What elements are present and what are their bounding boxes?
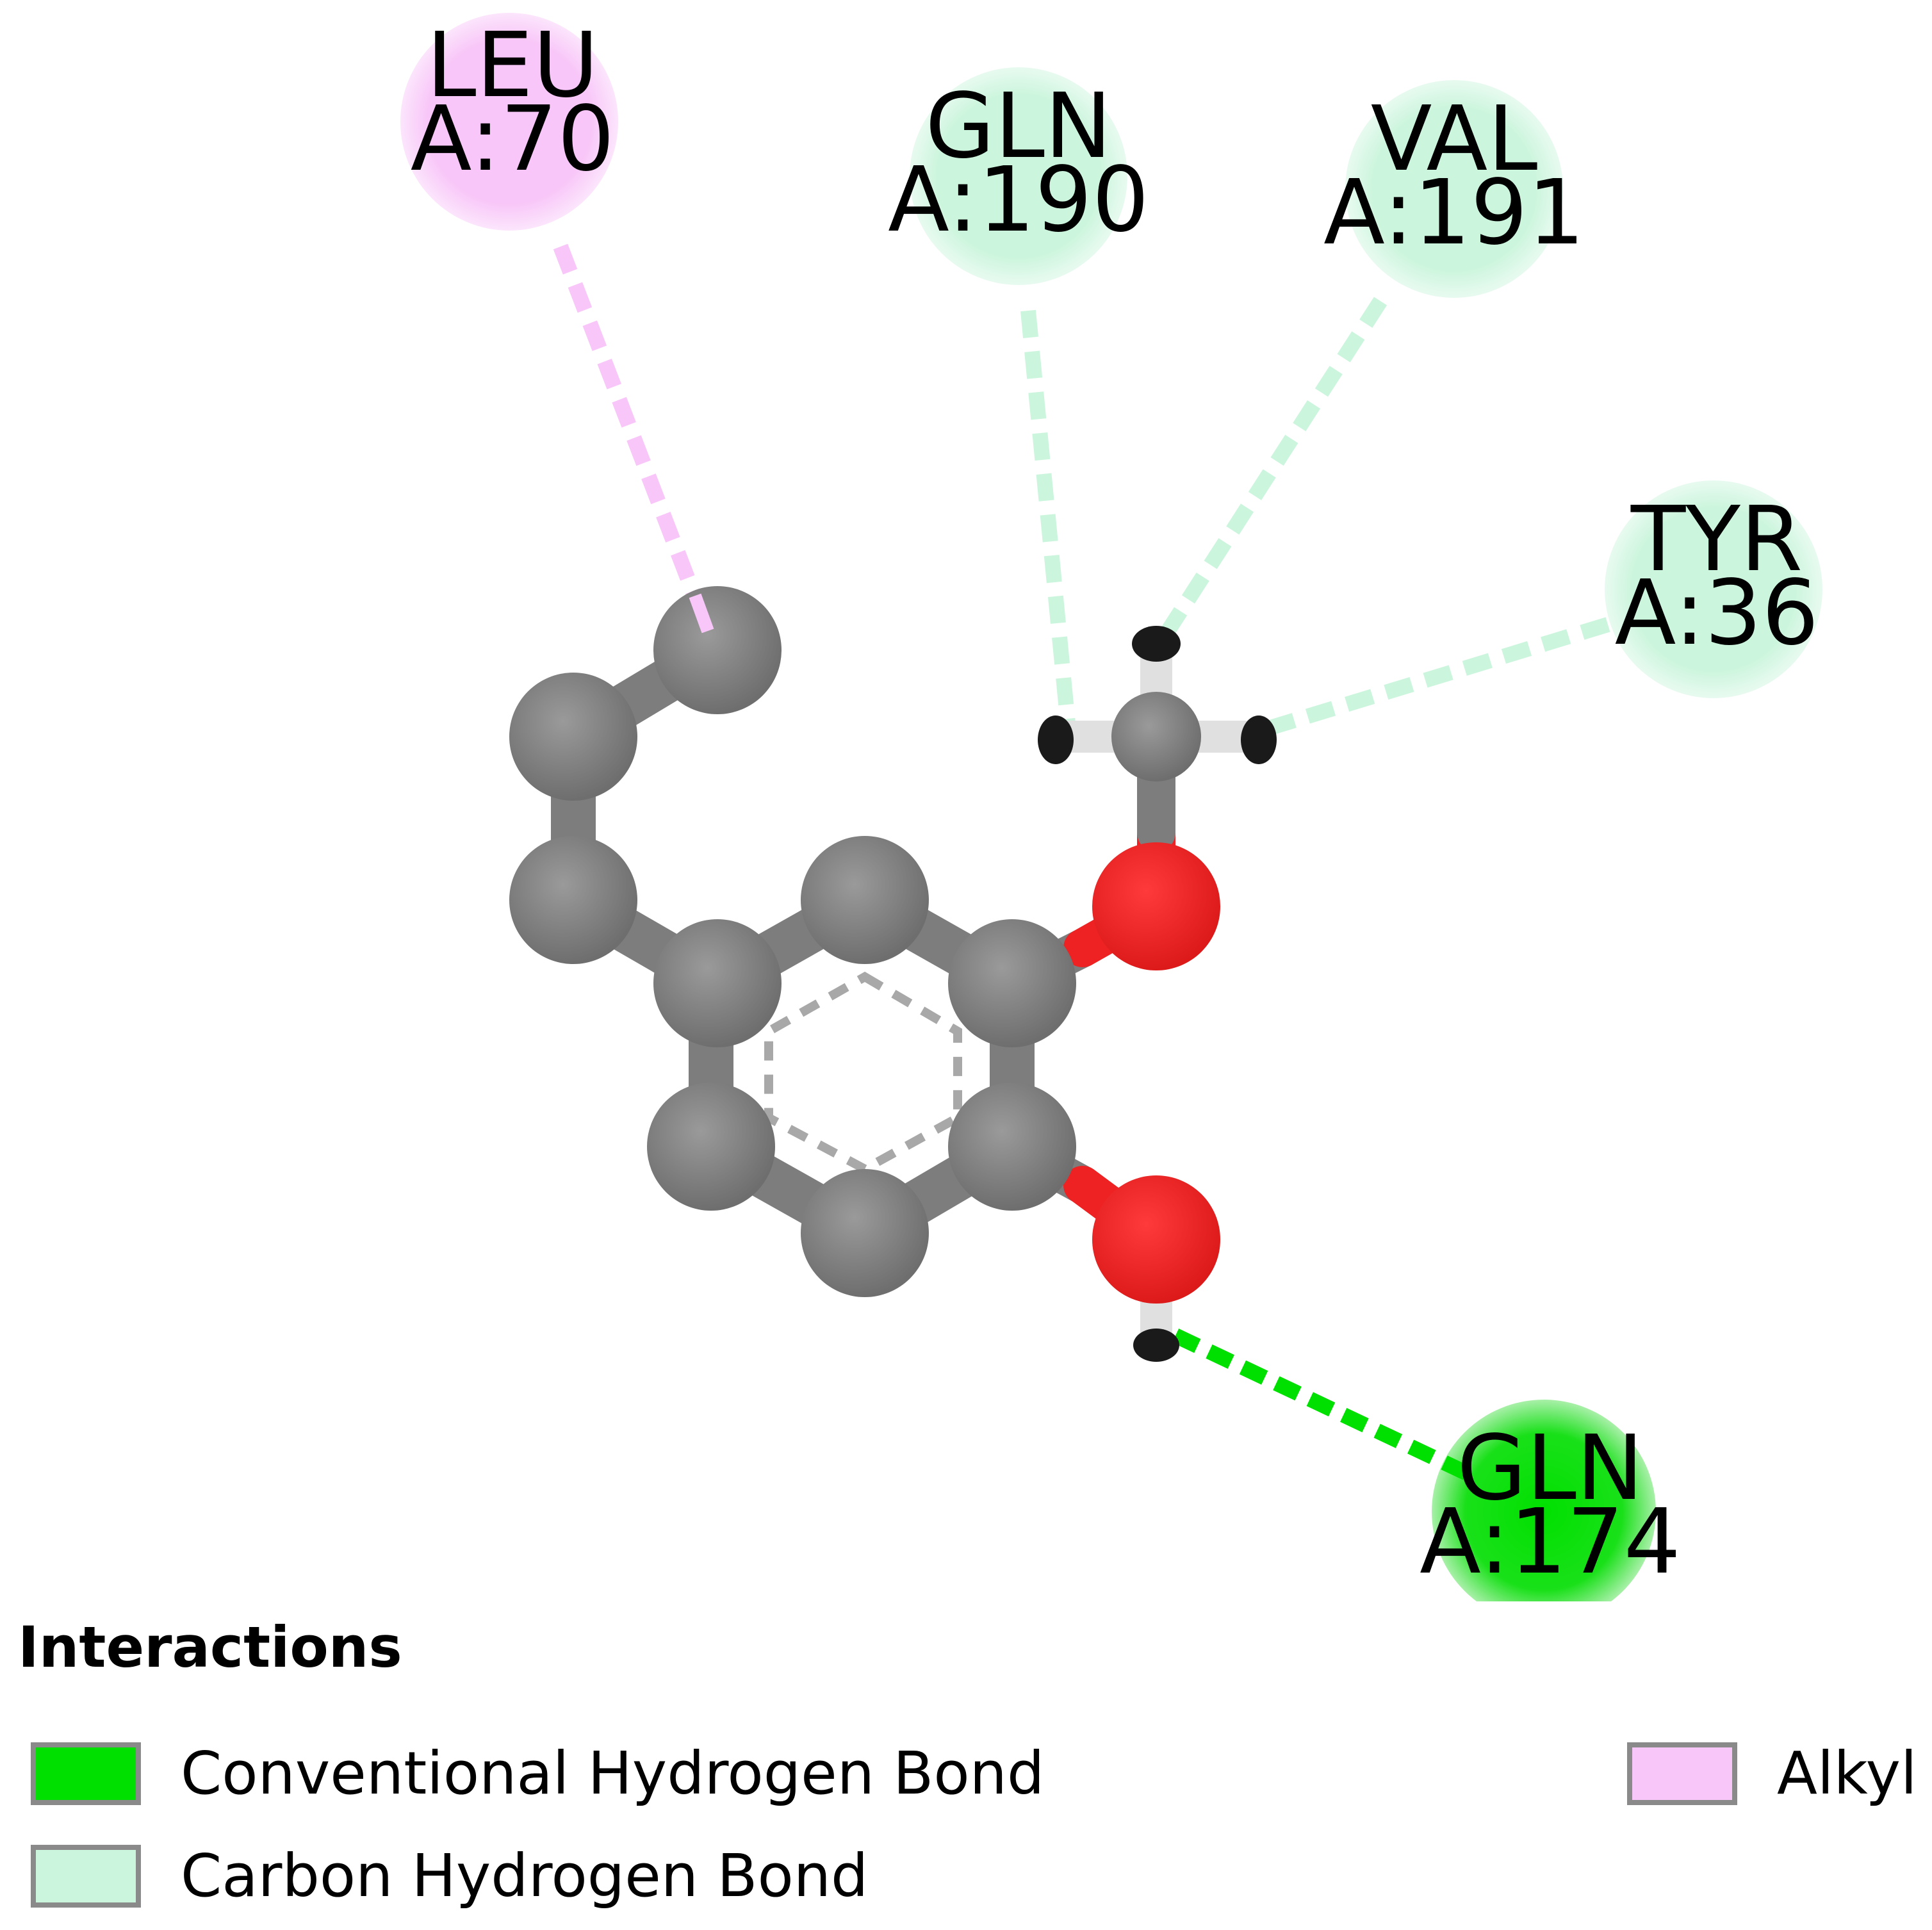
residue-name-tyr-36: TYR <box>1630 487 1803 592</box>
atoms <box>509 586 1220 1304</box>
residue-name-val-191: VAL <box>1371 87 1538 192</box>
residue-disc-val-191 <box>1345 80 1563 298</box>
legend-label-carbon-hydrogen-bond: Carbon Hydrogen Bond <box>181 1842 869 1910</box>
hydrogen-atoms <box>1038 626 1277 1362</box>
legend-item-conventional-hydrogen-bond: Conventional Hydrogen Bond <box>31 1739 1044 1808</box>
residue-disc-gln-174 <box>1432 1400 1656 1601</box>
residue-pos-tyr-36: A:36 <box>1615 561 1819 666</box>
legend-item-alkyl: Alkyl <box>1627 1739 1917 1808</box>
residue-name-gln-174: GLN <box>1457 1416 1643 1521</box>
carbon-atom <box>948 919 1076 1047</box>
legend-swatch-conventional-hydrogen-bond <box>31 1742 141 1805</box>
carbon-atom <box>509 836 637 964</box>
oxygen-atom <box>1092 1175 1220 1304</box>
legend-label-conventional-hydrogen-bond: Conventional Hydrogen Bond <box>181 1739 1045 1808</box>
carbon-atom <box>948 1083 1076 1211</box>
interaction-lines <box>553 243 1610 1480</box>
carbon-atom <box>801 836 929 964</box>
hydrogen-atom <box>1133 1329 1179 1362</box>
carbon-atom <box>509 673 637 801</box>
residue-pos-gln-174: A:174 <box>1420 1490 1681 1594</box>
residue-pos-leu-70: A:70 <box>411 87 615 192</box>
oxygen-atom <box>1092 842 1220 970</box>
legend-swatch-carbon-hydrogen-bond <box>31 1844 141 1908</box>
hydrogen-atom <box>1132 626 1181 662</box>
residue-name-leu-70: LEU <box>427 13 599 118</box>
hydrogen-atom <box>1038 716 1074 764</box>
residue-pos-gln-190: A:190 <box>888 148 1149 252</box>
legend-item-carbon-hydrogen-bond: Carbon Hydrogen Bond <box>31 1842 868 1910</box>
aromatic-ring-dashes <box>764 971 962 1174</box>
residue-labels: LEU A:70 GLN A:190 VAL A:191 TYR A:36 GL… <box>411 13 1819 1594</box>
residue-pos-val-191: A:191 <box>1323 161 1585 265</box>
carbon-h-bond-line-tyr-36 <box>1259 617 1610 738</box>
alkyl-contact-mark <box>689 593 714 634</box>
carbon-h-bond-line-gln-190 <box>1020 309 1076 732</box>
legend-swatch-alkyl <box>1627 1742 1737 1805</box>
carbon-atom <box>653 586 782 714</box>
residue-discs <box>400 13 1822 1601</box>
residue-name-gln-190: GLN <box>925 74 1111 179</box>
residue-disc-gln-190 <box>910 67 1127 285</box>
residue-disc-tyr-36 <box>1605 480 1822 698</box>
carbon-atom <box>647 1083 775 1211</box>
carbon-atom <box>1111 692 1201 781</box>
carbon-atom <box>653 919 782 1047</box>
residue-disc-leu-70 <box>400 13 618 231</box>
hydrogen-atom <box>1241 716 1277 764</box>
conventional-h-bond-line <box>1172 1329 1471 1480</box>
alkyl-interaction-line <box>553 243 716 634</box>
carbon-h-bond-line-val-191 <box>1159 297 1388 639</box>
legend-title: Interactions <box>18 1614 402 1680</box>
legend-label-alkyl: Alkyl <box>1777 1739 1917 1808</box>
carbon-atom <box>801 1169 929 1297</box>
